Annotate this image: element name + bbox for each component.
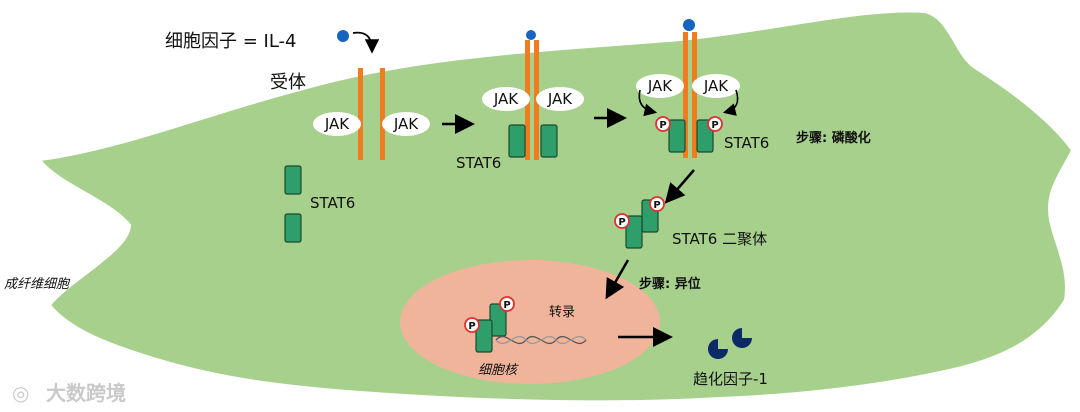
phospho-label: P [653,200,660,211]
step-phosphorylation-label: 步骤: 磷酸化 [796,130,871,146]
receptor-chain-right [692,32,697,158]
receptor-chain-left [683,32,688,158]
nucleus [400,260,660,384]
fibroblast-label: 成纤维细胞 [4,277,71,292]
jak-label: JAK [547,90,573,108]
phospho-label: P [503,300,510,311]
curved-arrow-icon [722,89,739,116]
jak-oval [536,87,584,111]
stat6-label: STAT6 [456,154,501,172]
jak-oval [382,112,430,136]
stat6-dimer-monomer [475,319,493,353]
arrow-icon [605,259,630,300]
jak-label: JAK [647,77,673,95]
watermark-text: 大数跨境 [46,381,126,405]
nucleus-label: 细胞核 [478,363,519,378]
stat6-dimer-monomer [625,215,643,249]
jak-oval [636,74,684,98]
jak-oval [482,87,530,111]
stat6-monomer [284,213,302,243]
il4-ligand-icon [337,30,349,42]
phospho-icon [649,196,665,212]
curved-arrow-icon [352,31,380,54]
chemokine-icon [732,328,752,348]
phospho-label: P [659,120,666,131]
receptor-chain-right [380,68,385,160]
arrow-icon [664,169,695,204]
phospho-icon [464,317,480,333]
curved-arrow-icon [638,89,658,117]
stat6-monomer [284,165,302,195]
stat6-label: STAT6 [310,194,355,212]
receptor-label: 受体 [270,72,306,93]
phospho-label: P [468,321,475,332]
jak-label: JAK [324,115,350,133]
stat6-dimer-label: STAT6 二聚体 [672,230,767,248]
phospho-icon [499,296,515,312]
jak-label: JAK [493,90,519,108]
transcription-label: 转录 [549,305,575,320]
il4-ligand-icon [683,19,695,31]
stat6-monomer [668,119,686,153]
stat6-label: STAT6 [724,134,769,152]
phospho-label: P [618,217,625,228]
step-translocation-label: 步骤: 异位 [639,276,701,292]
fibroblast-cell [38,10,1074,403]
il4-ligand-icon [526,30,536,40]
phospho-icon [707,116,723,132]
chemokine-icon [708,339,728,359]
stat6-monomer [540,124,558,158]
receptor-chain-left [358,68,363,160]
jak-label: JAK [703,77,729,95]
phospho-label: P [711,120,718,131]
phospho-icon [655,116,671,132]
jak-oval [313,112,361,136]
stat6-monomer [508,124,526,158]
dna-helix-icon [495,335,587,345]
cytokine-label: 细胞因子 = IL-4 [165,31,297,52]
watermark-logo: ◎ [12,381,29,405]
chemokine-label: 趋化因子-1 [693,370,768,388]
jak-oval [692,74,740,98]
jak-label: JAK [393,115,419,133]
phospho-icon [614,213,630,229]
